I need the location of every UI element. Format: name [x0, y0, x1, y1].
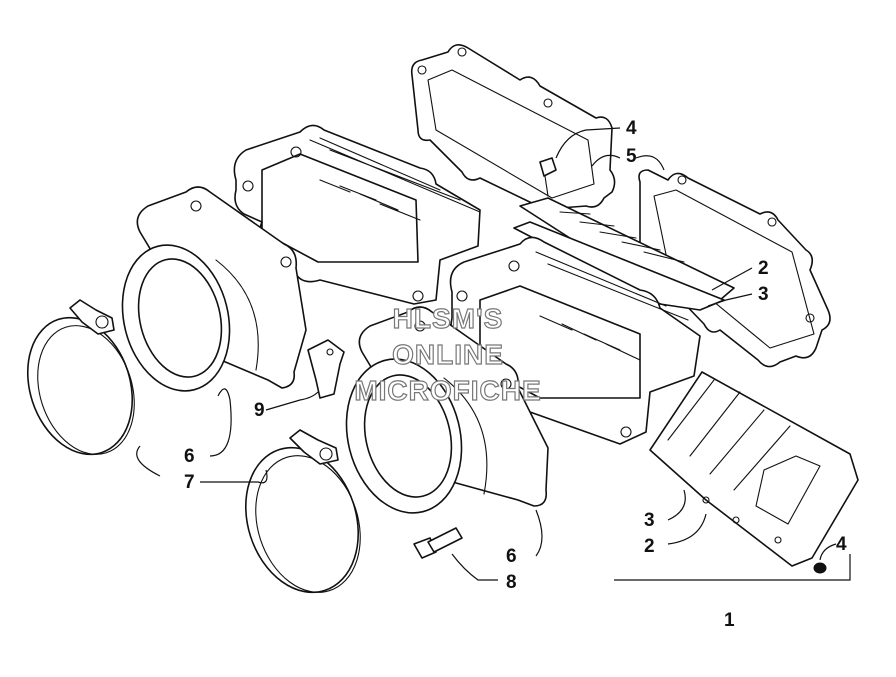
watermark-line-1: HLSM'S — [393, 303, 504, 334]
watermark-line-3: MICROFICHE — [354, 375, 541, 406]
reed-plate-lower — [649, 371, 859, 567]
clamp-right — [244, 429, 361, 594]
bracket-9 — [307, 339, 345, 399]
callout-5: 5 — [626, 146, 637, 167]
watermark: HLSM'S ONLINE MICROFICHE — [354, 302, 542, 406]
callout-3-lower: 3 — [644, 510, 655, 531]
clamp-left — [26, 299, 135, 456]
callout-4-lower: 4 — [836, 534, 847, 555]
callout-1: 1 — [724, 610, 735, 631]
callout-8: 8 — [506, 572, 517, 593]
watermark-line-2: ONLINE — [392, 339, 504, 370]
screw-upper — [539, 157, 557, 197]
callout-7: 7 — [184, 472, 195, 493]
gasket-upper — [410, 44, 616, 214]
callout-6-right: 6 — [506, 546, 517, 567]
nut-lower — [813, 562, 827, 574]
callout-2-lower: 2 — [644, 536, 655, 557]
callout-9: 9 — [254, 400, 265, 421]
callout-4-upper: 4 — [626, 118, 637, 139]
bolt-8 — [413, 527, 463, 559]
intake-boot-left — [121, 186, 307, 392]
callout-2-upper: 2 — [758, 258, 769, 279]
callouts: 1 2 3 4 5 6 7 9 3 2 4 6 8 — [184, 118, 847, 631]
intake-boot-right — [345, 306, 549, 514]
callout-3-upper: 3 — [758, 284, 769, 305]
callout-6-left: 6 — [184, 446, 195, 467]
reed-plate-upper — [513, 197, 735, 311]
leader-lines — [136, 127, 851, 581]
